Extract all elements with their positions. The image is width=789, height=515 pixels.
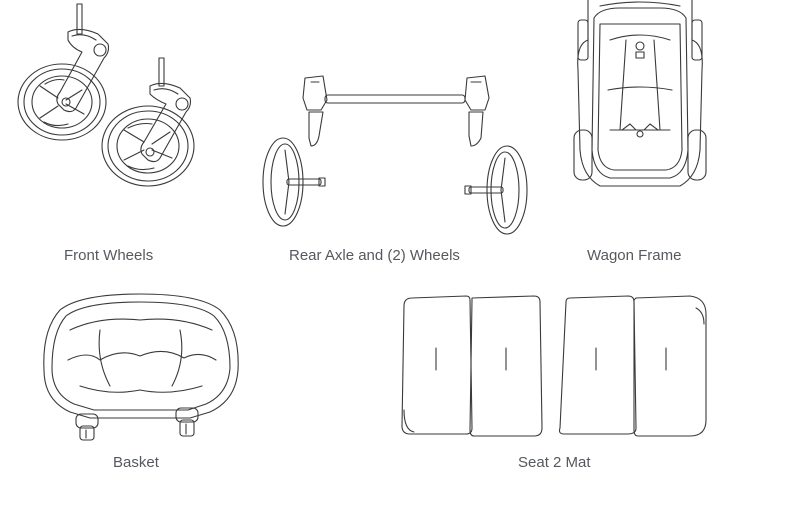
basket-item: Basket: [40, 290, 245, 480]
rear-wheel-left: [263, 138, 325, 226]
front-wheels-illustration: [0, 0, 220, 200]
rear-axle-caption: Rear Axle and (2) Wheels: [289, 247, 460, 264]
axle-left-bracket: [303, 76, 327, 146]
seat-mat-illustration: [400, 290, 710, 440]
seat-mat-item: Seat 2 Mat: [400, 290, 710, 480]
seat-mat-caption: Seat 2 Mat: [518, 454, 591, 471]
front-wheels-item: Front Wheels: [0, 0, 220, 270]
basket-clip-right: [176, 408, 198, 436]
basket-illustration: [40, 290, 245, 445]
front-wheel-right: [102, 58, 194, 186]
wagon-frame-item: Wagon Frame: [570, 0, 740, 270]
rear-axle-illustration: [255, 70, 535, 240]
front-wheel-left: [18, 4, 109, 140]
seat-mat-left-half: [402, 296, 542, 436]
front-wheels-caption: Front Wheels: [64, 247, 154, 264]
axle-right-bracket: [465, 76, 489, 146]
seat-mat-right-half: [560, 296, 707, 436]
rear-wheel-right: [465, 146, 527, 234]
basket-clip-left: [76, 414, 98, 440]
basket-caption: Basket: [113, 454, 159, 471]
axle-bar: [325, 95, 465, 103]
rear-axle-item: Rear Axle and (2) Wheels: [255, 70, 535, 270]
wagon-frame-illustration: [570, 0, 710, 195]
wagon-frame-caption: Wagon Frame: [587, 247, 682, 264]
